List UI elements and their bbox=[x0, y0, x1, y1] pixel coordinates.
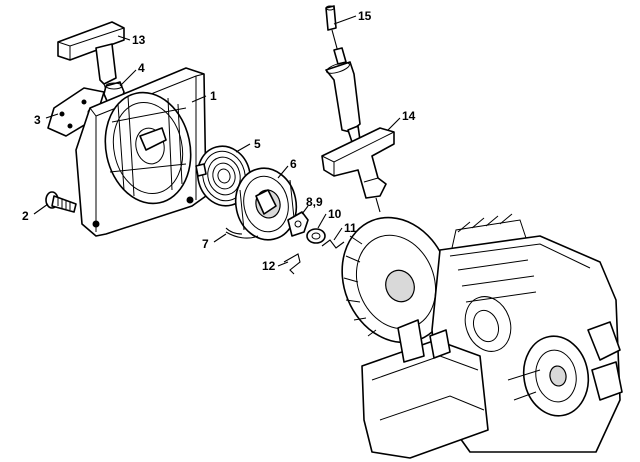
part-starter-rope bbox=[225, 227, 259, 239]
part-grease-gun bbox=[325, 5, 361, 143]
callout-labels: 1 2 3 4 5 6 7 8,9 10 11 12 13 14 15 bbox=[22, 9, 416, 273]
part-spring-clip bbox=[321, 239, 345, 249]
callout-2: 2 bbox=[22, 209, 29, 223]
part-fan-housing bbox=[75, 67, 207, 237]
callout-4: 4 bbox=[138, 61, 145, 75]
callout-7: 7 bbox=[202, 237, 209, 251]
part-screw bbox=[45, 191, 77, 213]
part-pawl bbox=[287, 211, 309, 237]
callout-11: 11 bbox=[344, 221, 357, 235]
callout-1: 1 bbox=[210, 89, 217, 103]
chainsaw-body bbox=[341, 213, 623, 459]
callout-8-9: 8,9 bbox=[306, 195, 323, 209]
callout-12: 12 bbox=[262, 259, 276, 273]
callout-10: 10 bbox=[328, 207, 342, 221]
part-starter-grip bbox=[57, 21, 125, 91]
callout-15: 15 bbox=[358, 9, 372, 23]
callout-13: 13 bbox=[132, 33, 146, 47]
callout-6: 6 bbox=[290, 157, 297, 171]
callout-14: 14 bbox=[402, 109, 416, 123]
part-grease-gun-holder bbox=[321, 127, 395, 213]
part-rope-rotor bbox=[234, 167, 298, 241]
callout-3: 3 bbox=[34, 113, 41, 127]
part-pawl-spring bbox=[283, 253, 301, 275]
part-washer bbox=[306, 228, 326, 244]
leader-lines bbox=[33, 15, 401, 267]
callout-5: 5 bbox=[254, 137, 261, 151]
